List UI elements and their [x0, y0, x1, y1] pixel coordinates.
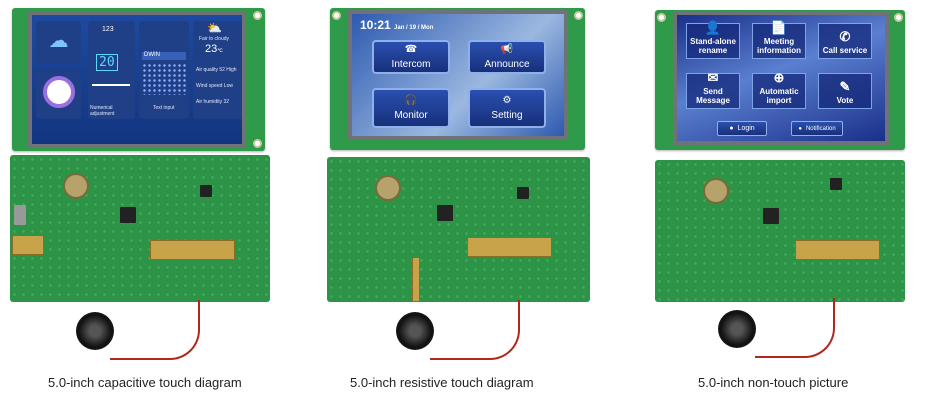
resistive-module: 10:21 Jan / 19 / Mon ☎Intercom 📢Announce…: [320, 0, 620, 406]
pcb-back: [327, 157, 590, 302]
download-icon: ⊕: [773, 70, 785, 85]
lcd-screen: 👤Stand-alone rename 📄Meeting information…: [673, 11, 889, 145]
user-icon: 👤: [704, 20, 722, 35]
bell-icon: ●: [798, 125, 802, 132]
caption: 5.0-inch resistive touch diagram: [350, 375, 534, 390]
weather-icon: ⛅: [207, 21, 222, 35]
document-icon: 📄: [770, 20, 788, 35]
phone-icon: ✆: [839, 29, 851, 44]
monitor-button[interactable]: 🎧Monitor: [372, 88, 450, 128]
pcb-back: [655, 160, 905, 302]
cloud-icon: ☁: [36, 21, 81, 64]
notification-button[interactable]: ●Notification: [791, 121, 843, 136]
envelope-icon: ✉: [707, 70, 719, 85]
megaphone-icon: 📢: [500, 44, 514, 55]
tile-meeting-information[interactable]: 📄Meeting information: [752, 20, 806, 59]
display-module-front: 10:21 Jan / 19 / Mon ☎Intercom 📢Announce…: [330, 8, 585, 150]
tile-vote[interactable]: ✎Vote: [818, 73, 872, 109]
counter-value[interactable]: 20: [96, 54, 118, 71]
lcd-screen: 10:21 Jan / 19 / Mon ☎Intercom 📢Announce…: [348, 10, 568, 140]
speaker: [718, 310, 756, 348]
tile-automatic-import[interactable]: ⊕Automatic import: [752, 70, 806, 109]
display-module-front: 👤Stand-alone rename 📄Meeting information…: [655, 10, 905, 150]
caption: 5.0-inch capacitive touch diagram: [48, 375, 242, 390]
tile-call-service[interactable]: ✆Call service: [818, 23, 872, 59]
temperature: 23℃: [205, 43, 223, 55]
user-icon: ●: [729, 125, 734, 132]
keyboard[interactable]: [142, 63, 186, 95]
pcb-back: [10, 155, 270, 302]
speaker: [396, 312, 434, 350]
text-input[interactable]: DWIN: [142, 52, 186, 60]
caption: 5.0-inch non-touch picture: [698, 375, 849, 390]
announce-button[interactable]: 📢Announce: [468, 40, 546, 74]
non-touch-module: 👤Stand-alone rename 📄Meeting information…: [640, 0, 930, 406]
intercom-button[interactable]: ☎Intercom: [372, 40, 450, 74]
vote-icon: ✎: [839, 79, 851, 94]
gear-icon: ⚙: [502, 95, 512, 106]
display-module-front: ☁ 123 20 Numerical adjustment DWIN Text …: [12, 8, 265, 151]
tile-send-message[interactable]: ✉Send Message: [686, 70, 740, 109]
login-button[interactable]: ●Login: [717, 121, 767, 136]
tile-stand-alone-rename[interactable]: 👤Stand-alone rename: [686, 20, 740, 59]
headphone-icon: 🎧: [404, 95, 418, 106]
numeric-icon: 123: [102, 26, 114, 33]
capacitive-module: ☁ 123 20 Numerical adjustment DWIN Text …: [0, 0, 300, 406]
lcd-screen: ☁ 123 20 Numerical adjustment DWIN Text …: [28, 11, 246, 148]
clock-icon: [43, 76, 75, 108]
slider[interactable]: [92, 84, 130, 86]
clock: 10:21 Jan / 19 / Mon: [360, 18, 434, 32]
speaker: [76, 312, 114, 350]
setting-button[interactable]: ⚙Setting: [468, 88, 546, 128]
